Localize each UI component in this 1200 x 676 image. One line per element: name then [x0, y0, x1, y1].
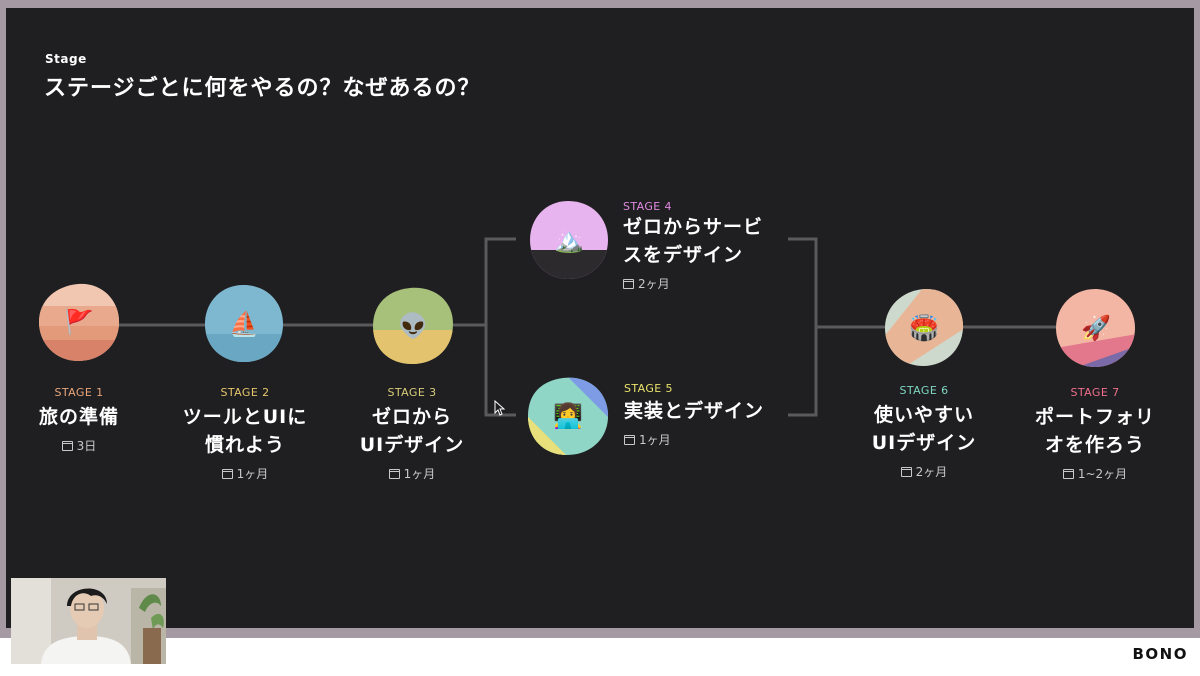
mouse-cursor-icon [494, 400, 506, 416]
stage-5-duration: 1ヶ月 [624, 431, 794, 448]
stage-3-duration: 1ヶ月 [327, 465, 497, 482]
calendar-icon [624, 434, 635, 445]
stage-4-label: STAGE 4 [623, 200, 672, 213]
sailboat-icon: ⛵ [229, 310, 259, 338]
calendar-icon [388, 468, 400, 479]
slide: Stage ステージごとに何をやるの？なぜあるの？ 🚩 [6, 8, 1194, 628]
stage-5-label: STAGE 5 [624, 382, 673, 395]
connector-3-5 [484, 325, 516, 417]
connector-3-4 [453, 237, 516, 327]
stage-7-label: STAGE 7 [1070, 386, 1120, 399]
stage-7-info: STAGE 7 ポートフォリオを作ろう 1~2ヶ月 [1010, 386, 1180, 482]
stage-4-info: STAGE 4 ゼロからサービスをデザイン 2ヶ月 [623, 200, 793, 292]
stage-6-blob[interactable]: 🏟️ [883, 288, 965, 368]
stage-connector-lines [80, 237, 1092, 417]
alien-icon: 👽 [398, 312, 428, 340]
stage-2-label: STAGE 2 [220, 386, 270, 399]
calendar-icon [1062, 468, 1074, 479]
stage-2-blob[interactable]: ⛵ [203, 284, 285, 364]
rocket-icon: 🚀 [1081, 314, 1111, 342]
stage-2-info: STAGE 2 ツールとUIに慣れよう 1ヶ月 [160, 386, 330, 482]
stage-4-name: ゼロからサービスをデザイン [623, 216, 764, 266]
slide-eyebrow: Stage [45, 52, 87, 66]
stage-6-duration: 2ヶ月 [839, 463, 1009, 480]
calendar-icon [61, 440, 73, 451]
stage-2-name: ツールとUIに慣れよう [182, 406, 308, 456]
calendar-icon [623, 278, 634, 289]
technologist-icon: 👩‍💻 [553, 402, 583, 430]
stadium-icon: 🏟️ [909, 314, 939, 342]
mountain-icon: 🏔️ [554, 226, 584, 254]
brand-logo: BONO [1132, 645, 1188, 663]
stage-1-blob[interactable]: 🚩 [38, 282, 120, 362]
stage-7-duration: 1~2ヶ月 [1010, 465, 1180, 482]
calendar-icon [900, 466, 912, 477]
stage-5-info: STAGE 5 実装とデザイン 1ヶ月 [624, 382, 794, 448]
calendar-icon [221, 468, 233, 479]
stage-3-blob[interactable]: 👽 [372, 286, 454, 366]
stage-4-duration: 2ヶ月 [623, 275, 793, 292]
stage-6-label: STAGE 6 [899, 384, 949, 397]
stage-1-duration: 3日 [6, 437, 164, 454]
stage-7-name: ポートフォリオを作ろう [1034, 406, 1155, 456]
stage-3-label: STAGE 3 [387, 386, 437, 399]
slide-title: ステージごとに何をやるの？なぜあるの？ [44, 76, 481, 101]
stage-1-label: STAGE 1 [54, 386, 104, 399]
red-flag-icon: 🚩 [64, 308, 94, 336]
stage-7-blob[interactable]: 🚀 [1055, 288, 1137, 368]
stage-4-blob[interactable]: 🏔️ [528, 200, 610, 280]
stage-5-blob[interactable]: 👩‍💻 [527, 376, 609, 456]
presenter-webcam [11, 578, 166, 664]
stage-2-duration: 1ヶ月 [160, 465, 330, 482]
stage-5-name: 実装とデザイン [624, 400, 765, 422]
stage-1-name: 旅の準備 [38, 406, 119, 428]
stage-1-info: STAGE 1 旅の準備 3日 [6, 386, 164, 454]
